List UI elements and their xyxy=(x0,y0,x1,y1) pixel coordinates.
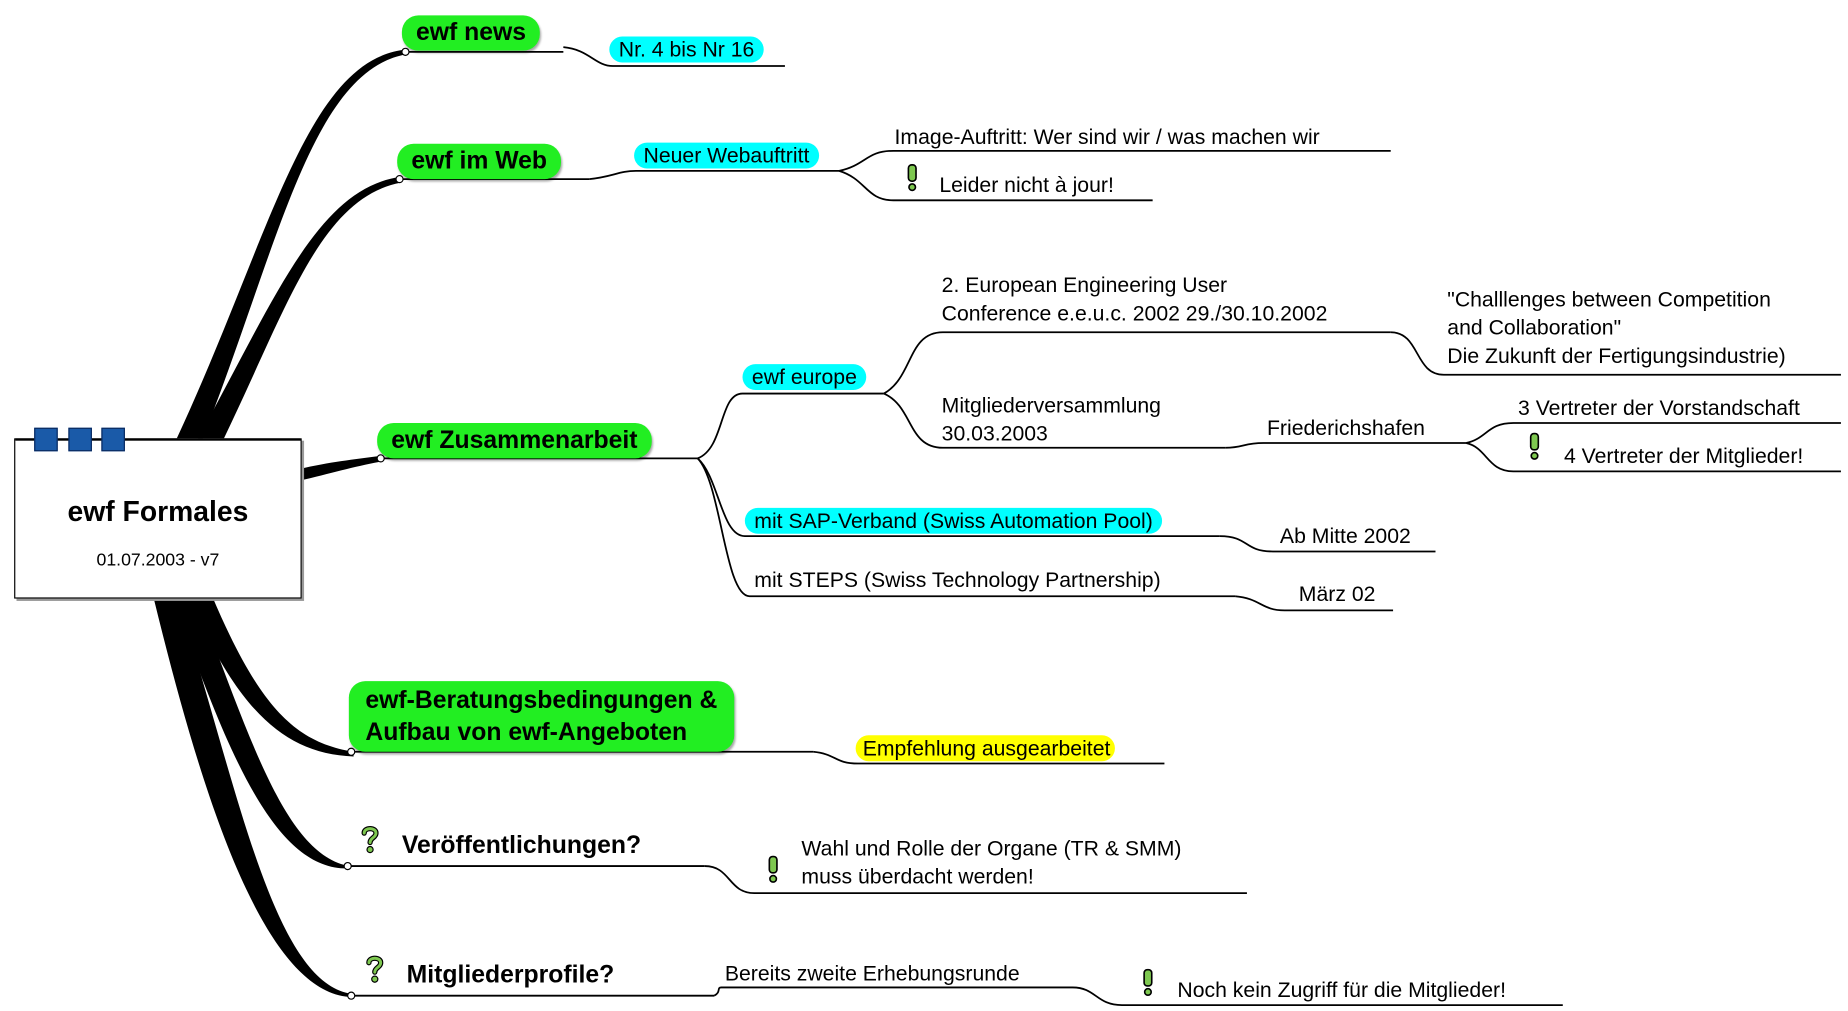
central-node-square-icon xyxy=(68,427,92,452)
subtopic-news-range[interactable]: Nr. 4 bis Nr 16 xyxy=(609,36,764,63)
subtopic-neuer-webauftritt[interactable]: Neuer Webauftritt xyxy=(634,142,819,169)
question-icon xyxy=(361,826,379,854)
subtopic-euc-line-1: 2. European Engineering User xyxy=(941,273,1228,297)
subtopic-mitgliederversammlung[interactable]: Mitgliederversammlung 30.03.2003 xyxy=(942,391,1161,448)
subtopic-wahl-line-1: Wahl und Rolle der Organe (TR & SMM) xyxy=(801,836,1182,861)
subtopic-sap-verband[interactable]: mit SAP-Verband (Swiss Automation Pool) xyxy=(744,507,1163,534)
topic-mitgliederprofile[interactable]: Mitgliederprofile? xyxy=(406,961,615,989)
exclamation-icon xyxy=(1529,432,1540,460)
central-node-square-icon xyxy=(34,427,58,452)
subtopic-maerz[interactable]: März 02 xyxy=(1298,582,1376,606)
subtopic-challenges-line-3: Die Zukunft der Fertigungsindustrie) xyxy=(1447,344,1786,368)
topic-veroeffentlichungen[interactable]: Veröffentlichungen? xyxy=(401,831,642,859)
subtopic-noch-kein-zugriff[interactable]: Noch kein Zugriff für die Mitglieder! xyxy=(1177,978,1506,1002)
subtopic-ab-mitte[interactable]: Ab Mitte 2002 xyxy=(1279,524,1411,548)
subtopic-image-auftritt[interactable]: Image-Auftritt: Wer sind wir / was mache… xyxy=(894,124,1320,149)
question-icon xyxy=(366,955,384,983)
subtopic-empfehlung[interactable]: Empfehlung ausgearbeitet xyxy=(855,735,1116,762)
central-node-square-icon xyxy=(101,427,125,452)
subtopic-challenges-line-2: and Collaboration" xyxy=(1447,315,1622,340)
central-node[interactable]: ewf Formales 01.07.2003 - v7 xyxy=(14,427,302,599)
subtopic-mitglieder-vertreter[interactable]: 4 Vertreter der Mitglieder! xyxy=(1563,444,1804,468)
exclamation-icon xyxy=(1143,968,1153,997)
subtopic-ewf-europe[interactable]: ewf europe xyxy=(742,364,867,391)
topic-ewf-zusammenarbeit[interactable]: ewf Zusammenarbeit xyxy=(377,423,652,459)
central-subtitle: 01.07.2003 - v7 xyxy=(96,550,220,571)
topic-ewf-beratungsbedingungen[interactable]: ewf-Beratungsbedingungen & Aufbau von ew… xyxy=(348,681,734,752)
subtopic-mv-line-1: Mitgliederversammlung xyxy=(941,393,1161,418)
topic-ewf-im-web[interactable]: ewf im Web xyxy=(397,143,562,180)
subtopic-euc-line-2: Conference e.e.u.c. 2002 29./30.10.2002 xyxy=(941,301,1328,326)
subtopic-wahl-und-rolle[interactable]: Wahl und Rolle der Organe (TR & SMM) mus… xyxy=(801,834,1181,891)
subtopic-euc[interactable]: 2. European Engineering User Conference … xyxy=(942,271,1328,328)
subtopic-friederichshafen[interactable]: Friederichshafen xyxy=(1266,415,1425,440)
subtopic-erhebungsrunde[interactable]: Bereits zweite Erhebungsrunde xyxy=(724,961,1020,986)
subtopic-vorstandschaft[interactable]: 3 Vertreter der Vorstandschaft xyxy=(1517,395,1800,420)
subtopic-challenges-line-1: "Challlenges between Competition xyxy=(1447,287,1771,312)
central-node-top-bar xyxy=(15,438,301,441)
subtopic-mv-line-2: 30.03.2003 xyxy=(941,421,1048,446)
topic-ewf-news[interactable]: ewf news xyxy=(401,15,541,51)
subtopic-steps[interactable]: mit STEPS (Swiss Technology Partnership) xyxy=(754,567,1161,592)
topic-beratung-line-1: ewf-Beratungsbedingungen & xyxy=(365,686,718,715)
central-title: ewf Formales xyxy=(67,496,249,528)
exclamation-icon xyxy=(768,855,778,883)
subtopic-challenges[interactable]: "Challlenges between Competition and Col… xyxy=(1447,285,1785,370)
topic-beratung-line-2: Aufbau von ewf-Angeboten xyxy=(365,718,688,746)
subtopic-wahl-line-2: muss überdacht werden! xyxy=(801,864,1034,889)
subtopic-leider[interactable]: Leider nicht à jour! xyxy=(939,173,1114,197)
exclamation-icon xyxy=(907,164,917,192)
